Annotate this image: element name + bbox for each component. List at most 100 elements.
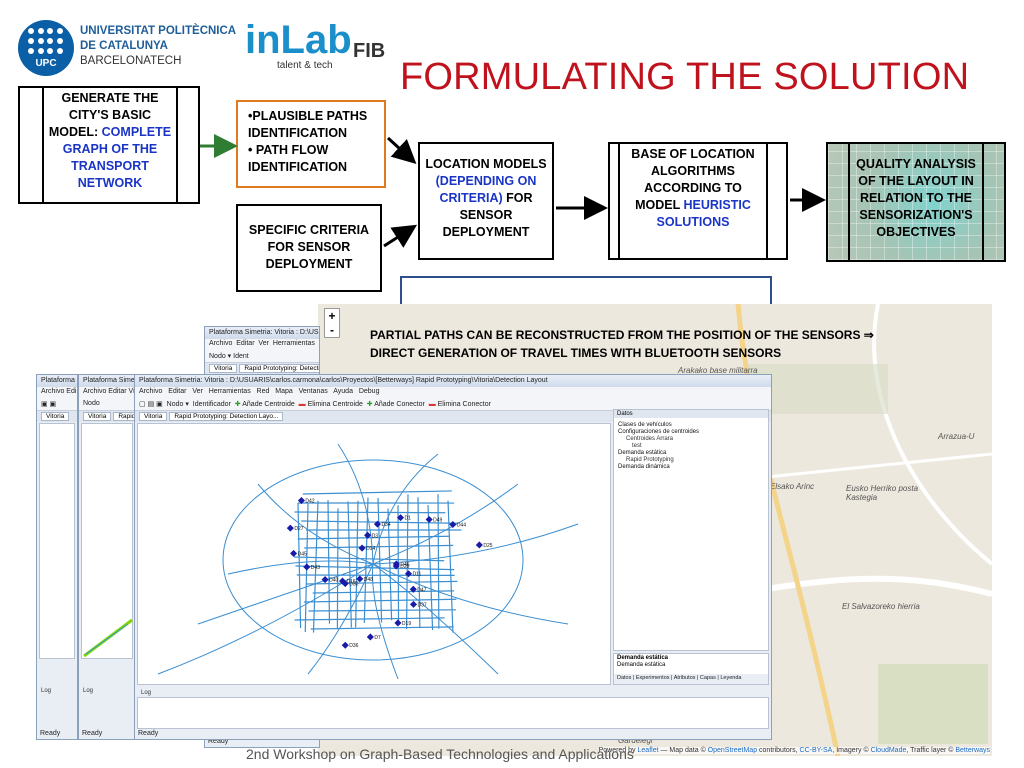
tab-vitoria[interactable]: Vitoria: [83, 412, 112, 421]
sensor-marker[interactable]: [404, 570, 413, 578]
menu-herramientas[interactable]: Herramientas: [272, 340, 315, 347]
sensor-label: D25: [483, 543, 492, 549]
leaflet-link[interactable]: Leaflet: [637, 747, 659, 754]
zoom-out-button[interactable]: -: [330, 323, 334, 337]
sensor-label: D46: [400, 562, 409, 568]
menu-debug[interactable]: Debug: [358, 388, 380, 395]
save-icon[interactable]: ▣: [156, 401, 163, 408]
menu-ver[interactable]: Ver: [258, 340, 269, 347]
app-window-main[interactable]: Plataforma Simetria: Vitoria : D:\USUARI…: [134, 374, 772, 740]
menu-ventanas[interactable]: Ventanas: [298, 388, 328, 395]
sensor-label: D14: [366, 546, 375, 552]
node-select[interactable]: Nodo: [83, 400, 100, 407]
betterways-link[interactable]: Betterways: [955, 747, 990, 754]
menu-archivo[interactable]: Archivo: [83, 388, 107, 395]
sensor-marker[interactable]: [297, 497, 305, 505]
menu-ver[interactable]: Ver: [192, 388, 203, 395]
tab-atributos[interactable]: Atributos: [673, 675, 696, 681]
sensor-marker[interactable]: [409, 585, 417, 593]
sensor-marker[interactable]: [425, 515, 433, 524]
ccbysa-link[interactable]: CC-BY-SA: [799, 747, 833, 754]
tree-item[interactable]: Clases de vehículos: [618, 422, 672, 428]
tree-item[interactable]: Configuraciones de centroides: [618, 429, 700, 435]
status-bar: Ready: [79, 729, 135, 739]
remove-connector-button[interactable]: ▬ Elimina Conector: [428, 401, 491, 408]
sensor-marker[interactable]: [286, 524, 294, 532]
menu-archivo[interactable]: Archivo: [139, 388, 163, 395]
tab-vitoria[interactable]: Vitoria: [139, 412, 168, 421]
sensor-marker[interactable]: [396, 514, 405, 522]
menu-archivo[interactable]: Archivo: [209, 340, 233, 347]
menu-editar[interactable]: Edi: [66, 388, 77, 395]
tab-rapid[interactable]: Rapid Prototyping: Detection La: [239, 364, 319, 373]
add-centroid-button[interactable]: ✚ Añade Centroide: [234, 401, 295, 408]
sensor-marker[interactable]: [364, 531, 372, 539]
menu-editar[interactable]: Editar: [108, 388, 127, 395]
tab-leyenda[interactable]: Leyenda: [720, 675, 742, 681]
map-label: Gardelegi: [618, 736, 653, 745]
sensor-marker[interactable]: [290, 549, 298, 557]
menu-archivo[interactable]: Archivo: [41, 388, 65, 395]
tab-capas[interactable]: Capas: [699, 675, 716, 681]
new-file-icon[interactable]: ▢: [139, 401, 146, 408]
menu-editar[interactable]: Editar: [168, 388, 187, 395]
sensor-marker[interactable]: [321, 576, 329, 584]
sensor-marker[interactable]: [366, 633, 374, 641]
osm-link[interactable]: OpenStreetMap: [707, 747, 758, 754]
sensor-marker[interactable]: [392, 562, 400, 570]
zoom-in-button[interactable]: +: [328, 309, 336, 323]
menu-ver[interactable]: Vi: [128, 388, 135, 395]
toolbar: Nodo: [79, 398, 135, 411]
tree-item[interactable]: Demanda dinámica: [618, 464, 670, 470]
road-arterial: [197, 563, 374, 625]
window-title: Plataforma Si: [37, 375, 77, 387]
tab-vitoria[interactable]: Vitoria: [41, 412, 70, 421]
open-folder-icon[interactable]: ▤: [147, 401, 155, 408]
status-bar: Ready: [135, 729, 771, 739]
sensor-label: D11: [413, 572, 422, 578]
slide-title: FORMULATING THE SOLUTION: [400, 56, 970, 98]
menu-red[interactable]: Red: [256, 388, 270, 395]
sensor-label: D47: [417, 587, 426, 593]
node-select[interactable]: Nodo: [166, 401, 184, 408]
ident-select[interactable]: Ident: [233, 353, 249, 360]
tab-detection-layout[interactable]: Rapid Prototyping: Detection Layo...: [169, 412, 284, 421]
log-label: Log: [83, 688, 94, 694]
sensor-marker[interactable]: [356, 575, 364, 583]
tree-item[interactable]: test: [632, 443, 642, 449]
menu-mapa[interactable]: Mapa: [275, 388, 293, 395]
tree-item[interactable]: Rapid Prototyping: [626, 457, 674, 463]
road-segment: [303, 598, 457, 603]
tab-rapid[interactable]: Rapid Pr: [113, 412, 135, 421]
sensor-marker[interactable]: [449, 520, 457, 529]
menu-ayuda[interactable]: Ayuda: [333, 388, 353, 395]
node-select[interactable]: Nodo: [209, 353, 226, 360]
sensor-marker[interactable]: [341, 641, 349, 649]
tree-item[interactable]: Centroides Arrara: [626, 436, 674, 442]
tab-experimentos[interactable]: Experimentos: [635, 675, 670, 681]
zoom-control[interactable]: + -: [324, 308, 340, 338]
remove-centroid-button[interactable]: ▬ Elimina Centroide: [298, 401, 363, 408]
road-segment: [304, 544, 454, 549]
menu-herramientas[interactable]: Herramientas: [208, 388, 251, 395]
sensor-marker[interactable]: [394, 619, 402, 627]
tab-vitoria[interactable]: Vitoria: [209, 364, 238, 373]
app-window-middle[interactable]: Plataforma Simetria Archivo Editar Vi No…: [78, 374, 136, 740]
sensor-marker[interactable]: [475, 541, 483, 549]
road-segment: [310, 626, 454, 630]
menu-editar[interactable]: Editar: [236, 340, 255, 347]
panel-tabs: Datos | Experimentos | Atributos | Capas…: [614, 674, 768, 684]
sensor-marker[interactable]: [358, 544, 366, 552]
ident-select[interactable]: Identificador: [192, 401, 231, 408]
cloudmade-link[interactable]: CloudMade: [870, 747, 907, 754]
app-window-narrow[interactable]: Plataforma Si Archivo Edi ▣ ▣ Vitoria Lo…: [36, 374, 78, 740]
map-label: Eusko Herriko posta Kastegia: [846, 484, 919, 502]
tab-datos[interactable]: Datos: [617, 675, 632, 681]
add-connector-button[interactable]: ✚ Añade Conector: [366, 401, 425, 408]
tree-item[interactable]: Demanda estática: [618, 450, 667, 456]
partial-line1: PARTIAL PATHS CAN BE RECONSTRUCTED FROM …: [370, 328, 874, 342]
sensor-marker[interactable]: [303, 563, 311, 571]
sensor-marker[interactable]: [409, 600, 418, 608]
sensor-label: D37: [417, 602, 426, 608]
